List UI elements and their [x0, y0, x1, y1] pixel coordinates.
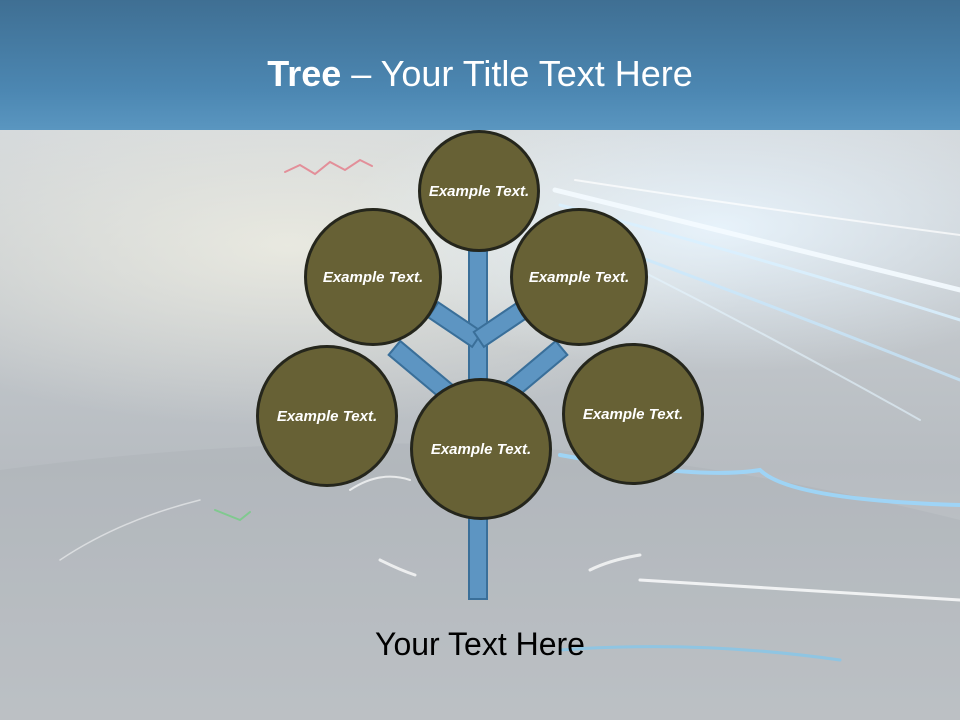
tree-node-top: Example Text. — [418, 130, 540, 252]
tree-node-upper-left: Example Text. — [304, 208, 442, 346]
footer-text: Your Text Here — [375, 626, 585, 662]
title-bold-text: Tree — [267, 53, 342, 94]
tree-node-lower-left-label: Example Text. — [276, 407, 378, 425]
tree-node-upper-left-label: Example Text. — [322, 268, 424, 286]
tree-node-upper-right: Example Text. — [510, 208, 648, 346]
tree-node-lower-left: Example Text. — [256, 345, 398, 487]
tree-node-center-label: Example Text. — [430, 440, 532, 458]
tree-node-center: Example Text. — [410, 378, 552, 520]
slide-title: Tree – Your Title Text Here — [0, 50, 960, 98]
tree-node-top-label: Example Text. — [428, 182, 530, 200]
tree-node-lower-right: Example Text. — [562, 343, 704, 485]
title-band — [0, 0, 960, 130]
tree-node-lower-right-label: Example Text. — [582, 405, 684, 423]
tree-node-upper-right-label: Example Text. — [528, 268, 630, 286]
title-rest-text: – Your Title Text Here — [341, 53, 693, 94]
